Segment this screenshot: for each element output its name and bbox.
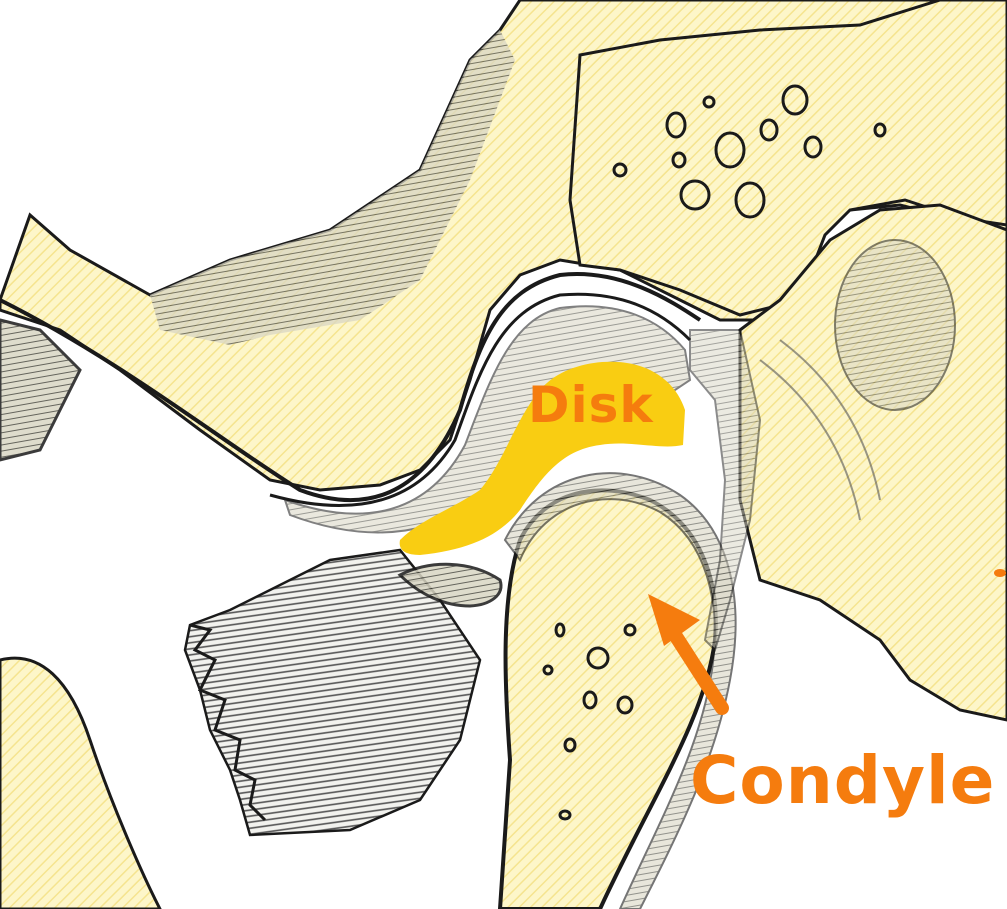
condyle-pores bbox=[542, 622, 637, 821]
glenoid-inner-line bbox=[269, 292, 692, 507]
posterior-attachment bbox=[689, 329, 762, 652]
bone-pores-top bbox=[612, 84, 887, 219]
zygomatic-ridge bbox=[150, 30, 515, 345]
condyle-ramus bbox=[497, 488, 718, 909]
left-bone-fragment bbox=[0, 318, 82, 462]
condyle-label: Condyle bbox=[690, 742, 996, 819]
glenoid-fossa-outline bbox=[0, 272, 702, 502]
ear-canal bbox=[834, 239, 956, 411]
disk-anterior-lip bbox=[397, 562, 503, 608]
petrous-bone bbox=[568, 0, 1007, 317]
mandible bbox=[0, 656, 162, 909]
ear-canal-rings bbox=[759, 339, 881, 521]
annotation-dot bbox=[994, 569, 1006, 577]
disk-label: Disk bbox=[528, 376, 654, 434]
condyle-arrow bbox=[648, 594, 729, 715]
disk-highlight bbox=[399, 361, 685, 555]
lateral-pterygoid-muscle bbox=[183, 548, 482, 837]
condyle-cartilage bbox=[503, 472, 737, 909]
muscle-end-tendons bbox=[189, 623, 267, 822]
